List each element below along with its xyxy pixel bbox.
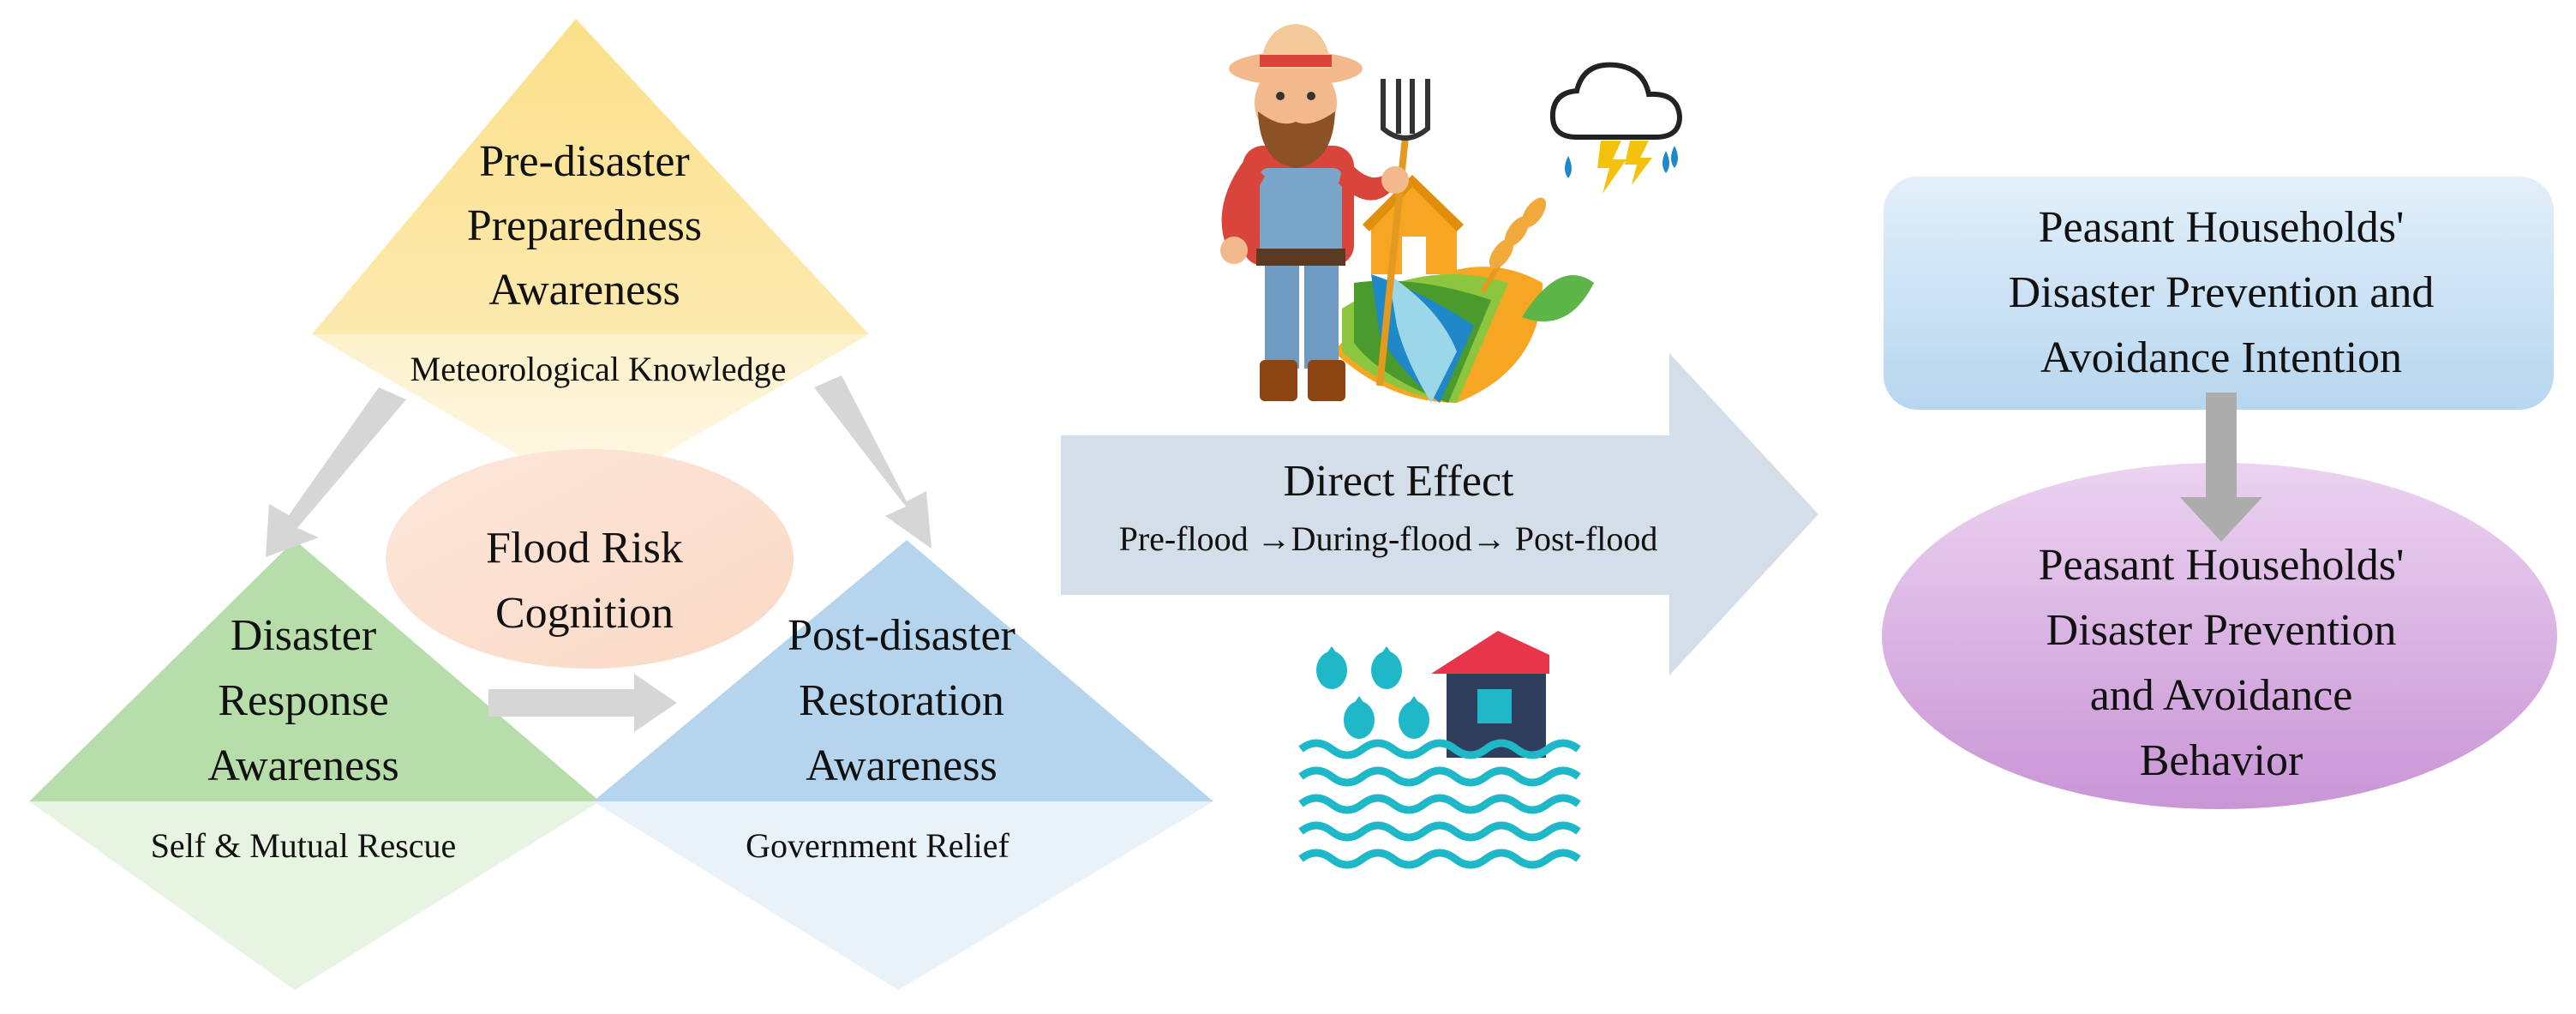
storm-cloud-icon [1549,62,1683,194]
response-title-line-1: Disaster [231,611,376,660]
farmer-icon [1220,24,1594,403]
restoration-title-line-3: Awareness [806,741,997,790]
center-line-2: Cognition [495,589,674,638]
pre-disaster-title-line-2: Preparedness [467,201,702,250]
arrow-response-to-restoration [488,674,677,732]
response-subtitle: Self & Mutual Rescue [151,826,457,865]
restoration-subtitle: Government Relief [746,826,1009,865]
intention-line-3: Avoidance Intention [2040,333,2402,382]
arrow-pre-to-restoration [814,375,932,549]
pre-disaster-shape [312,19,869,497]
behavior-line-4: Behavior [2140,736,2303,785]
behavior-line-2: Disaster Prevention [2046,606,2397,655]
intention-to-behavior-arrow [2180,393,2262,542]
flood-house-icon [1298,631,1581,869]
center-line-1: Flood Risk [486,524,683,573]
restoration-title-line-2: Restoration [799,676,1004,725]
direct-effect-title: Direct Effect [1284,457,1515,506]
restoration-shape [593,540,1213,990]
restoration-title-line-1: Post-disaster [788,611,1015,660]
behavior-line-1: Peasant Households' [2039,541,2405,590]
response-shape [29,540,600,990]
pre-disaster-subtitle: Meteorological Knowledge [410,350,787,388]
behavior-ellipse [1882,463,2557,809]
response-title-line-3: Awareness [207,741,398,790]
flood-risk-cognition-ellipse [386,449,794,669]
pre-disaster-title-line-3: Awareness [488,266,680,315]
intention-line-1: Peasant Households' [2039,203,2405,252]
arrow-pre-to-response [266,387,406,557]
direct-effect-arrow [1061,353,1818,675]
response-title-line-2: Response [218,676,388,725]
intention-line-2: Disaster Prevention and [2009,268,2435,317]
intention-box [1884,177,2554,410]
connector-arrows [266,375,932,732]
direct-effect-sequence: Pre-flood →During-flood→ Post-flood [1119,519,1658,558]
pre-disaster-title-line-1: Pre-disaster [479,137,689,186]
behavior-line-3: and Avoidance [2090,671,2353,720]
